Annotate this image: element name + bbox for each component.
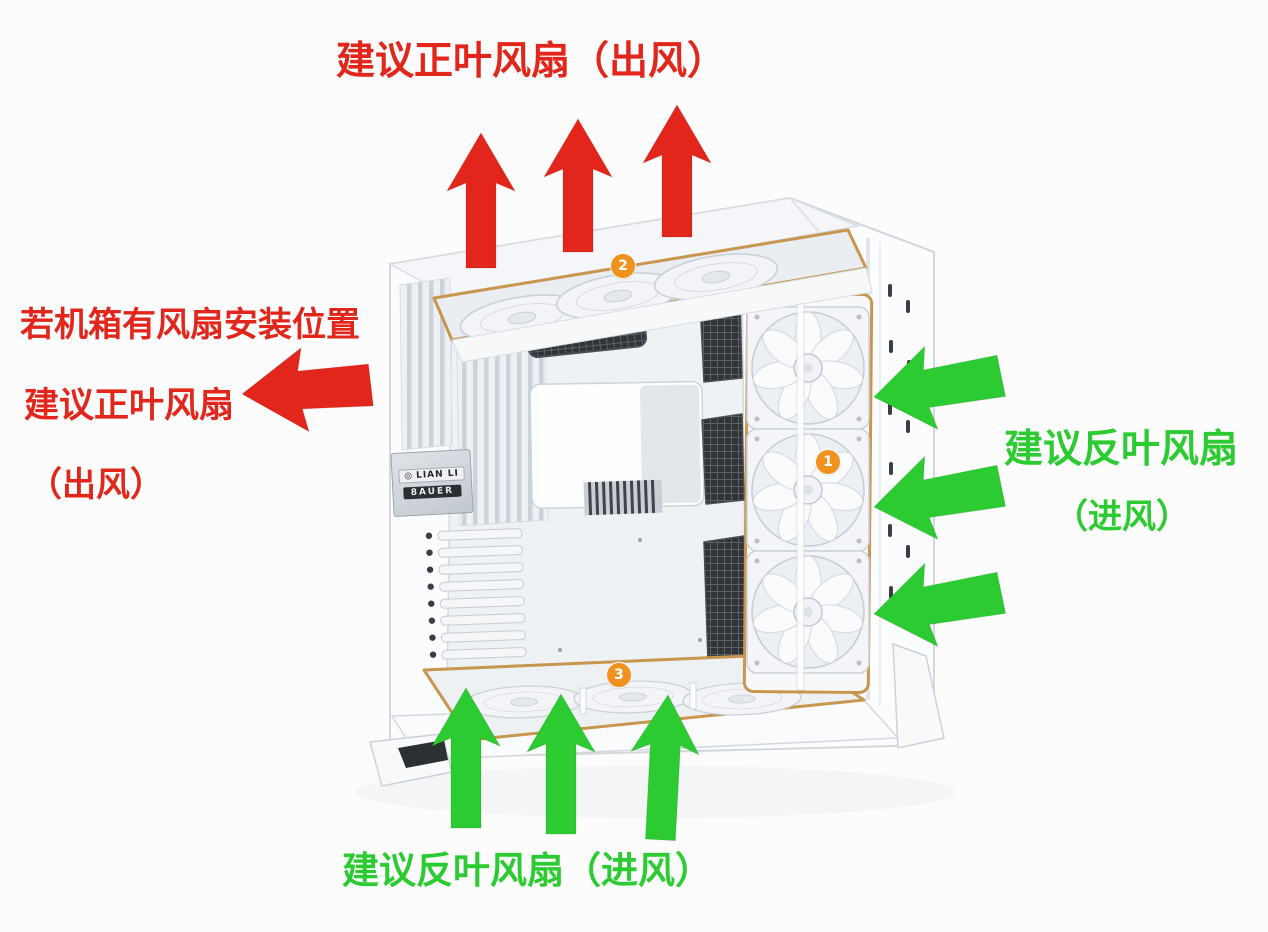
top-exhaust-arrow-3 bbox=[641, 104, 713, 238]
top-exhaust-arrow-1 bbox=[445, 132, 517, 269]
lianli-brand-badge: ◎ LIAN LI 8AUER bbox=[390, 448, 474, 518]
side-intake-arrows bbox=[873, 345, 1007, 648]
side-fan-group bbox=[742, 292, 874, 694]
bottom-intake-arrows bbox=[430, 687, 701, 842]
glass-seam bbox=[796, 295, 805, 691]
bottom-intake-label: 建议反叶风扇（进风） bbox=[342, 849, 712, 892]
top-fan-group bbox=[432, 228, 873, 363]
brand-row: ◎ LIAN LI bbox=[397, 466, 466, 484]
psu-fins bbox=[583, 479, 663, 516]
side-fan-2 bbox=[746, 428, 870, 552]
left-exhaust-arrow bbox=[241, 346, 374, 433]
fan-badge-side: 1 bbox=[816, 450, 840, 474]
collab-text: 8AUER bbox=[403, 484, 462, 500]
left-exhaust-label-line2: 建议正叶风扇 bbox=[24, 386, 235, 426]
side-intake-label-line1: 建议反叶风扇 bbox=[1004, 427, 1239, 472]
bottom-intake-arrow-2 bbox=[525, 693, 597, 835]
side-intake-arrow-3 bbox=[873, 562, 1007, 648]
pci-slots bbox=[425, 528, 527, 660]
brand-text: LIAN LI bbox=[415, 468, 460, 481]
side-mesh-vents bbox=[699, 295, 748, 663]
fan-badge-bottom: 3 bbox=[607, 663, 631, 687]
side-intake-label-line2: （进风） bbox=[1054, 497, 1190, 537]
lianli-logo-icon: ◎ bbox=[404, 470, 414, 482]
fan-badge-top: 2 bbox=[611, 254, 635, 278]
left-foot-accent bbox=[398, 740, 448, 768]
top-panel-soffit bbox=[451, 267, 873, 363]
front-vent-slats bbox=[399, 277, 453, 451]
side-fan-3 bbox=[746, 550, 870, 674]
side-fan-1 bbox=[746, 306, 870, 430]
bottom-intake-arrow-1 bbox=[430, 687, 502, 829]
right-foot bbox=[892, 642, 945, 749]
top-exhaust-label: 建议正叶风扇（出风） bbox=[336, 39, 727, 84]
left-exhaust-label-line3: （出风） bbox=[28, 465, 164, 505]
side-intake-arrow-2 bbox=[873, 455, 1007, 541]
cpu-cutout bbox=[529, 380, 705, 510]
top-exhaust-arrow-2 bbox=[542, 118, 614, 253]
bottom-intake-arrow-3 bbox=[629, 694, 701, 842]
left-exhaust-label-line1: 若机箱有风扇安装位置 bbox=[20, 305, 360, 345]
top-exhaust-arrows bbox=[445, 104, 713, 269]
side-intake-arrow-1 bbox=[873, 345, 1007, 431]
